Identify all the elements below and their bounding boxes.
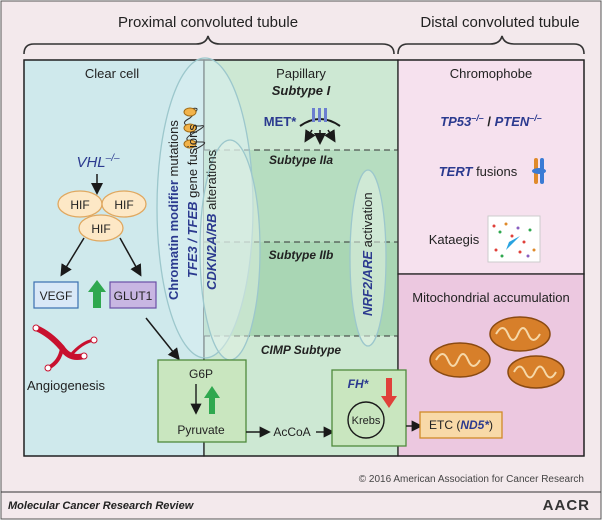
glut1-box — [109, 281, 157, 309]
g6p-label: G6P — [189, 367, 213, 381]
clear-cell-title: Clear cell — [85, 66, 139, 81]
krebs-box — [331, 369, 407, 447]
copyright-text: © 2016 American Association for Cancer R… — [359, 474, 584, 485]
mito-title: Mitochondrial accumulation — [412, 290, 570, 305]
tert-label: TERT fusions — [439, 164, 518, 179]
blood-vessel-icon — [32, 324, 98, 372]
tp53-pten-label: TP53–/– / PTEN–/– — [440, 113, 542, 129]
angiogenesis-label: Angiogenesis — [27, 378, 106, 393]
vegf-label: VEGF — [40, 289, 73, 303]
cimp-subtype-label: CIMP Subtype — [261, 343, 342, 357]
met-label: MET* — [264, 114, 297, 129]
hif-complex-3 — [78, 214, 124, 242]
mitochondria-icon — [429, 316, 565, 389]
glycolysis-box — [157, 359, 247, 443]
nrf2-are-label: NRF2/ARE activation — [360, 192, 375, 316]
krebs-label: Krebs — [352, 415, 381, 427]
papillary-title: Papillary — [276, 66, 326, 81]
cdkn2a-rb-label: CDKN2A/RB alterations — [204, 149, 219, 290]
kataegis-label: Kataegis — [429, 232, 480, 247]
fh-down-arrow — [381, 378, 397, 408]
glycolysis-up-arrow — [204, 386, 220, 414]
subtype-2b-label: Subtype IIb — [269, 248, 334, 262]
nucleosome-icon — [183, 107, 206, 151]
met-receptor-icon — [299, 108, 341, 145]
proximal-brace — [23, 35, 395, 55]
etc-box — [419, 411, 503, 439]
hif-label-2: HIF — [114, 198, 133, 212]
tfe3-tfeb-label: TFE3 / TFEB gene fusions — [185, 124, 200, 278]
fh-label: FH* — [348, 377, 370, 391]
pyruvate-label: Pyruvate — [177, 423, 225, 437]
chromophobe-title: Chromophobe — [450, 66, 532, 81]
subtype-2a-label: Subtype IIa — [269, 153, 333, 167]
vegf-box — [33, 281, 79, 309]
distal-title: Distal convoluted tubule — [420, 14, 579, 31]
chromatin-modifier-label: Chromatin modifier mutations — [166, 120, 181, 300]
kataegis-plot-icon — [487, 215, 541, 263]
hif-label-1: HIF — [70, 198, 89, 212]
vhl-label: VHL–/– — [76, 153, 120, 171]
aacr-logo: AACR — [543, 497, 590, 514]
glut1-label: GLUT1 — [114, 289, 153, 303]
krebs-cycle-icon — [347, 401, 385, 439]
chromosome-fusion-icon — [532, 158, 546, 184]
hif-label-3: HIF — [91, 222, 110, 236]
nrf2-ellipse — [349, 169, 387, 347]
accoa-label: AcCoA — [273, 425, 310, 439]
hif-complex-2 — [101, 190, 147, 218]
glut1-up-arrow — [88, 280, 106, 308]
subtype-1-label: Subtype I — [272, 83, 331, 98]
journal-name: Molecular Cancer Research Review — [8, 500, 195, 512]
distal-brace — [397, 35, 585, 55]
proximal-title: Proximal convoluted tubule — [118, 14, 298, 31]
etc-label: ETC (ND5*) — [429, 418, 493, 432]
